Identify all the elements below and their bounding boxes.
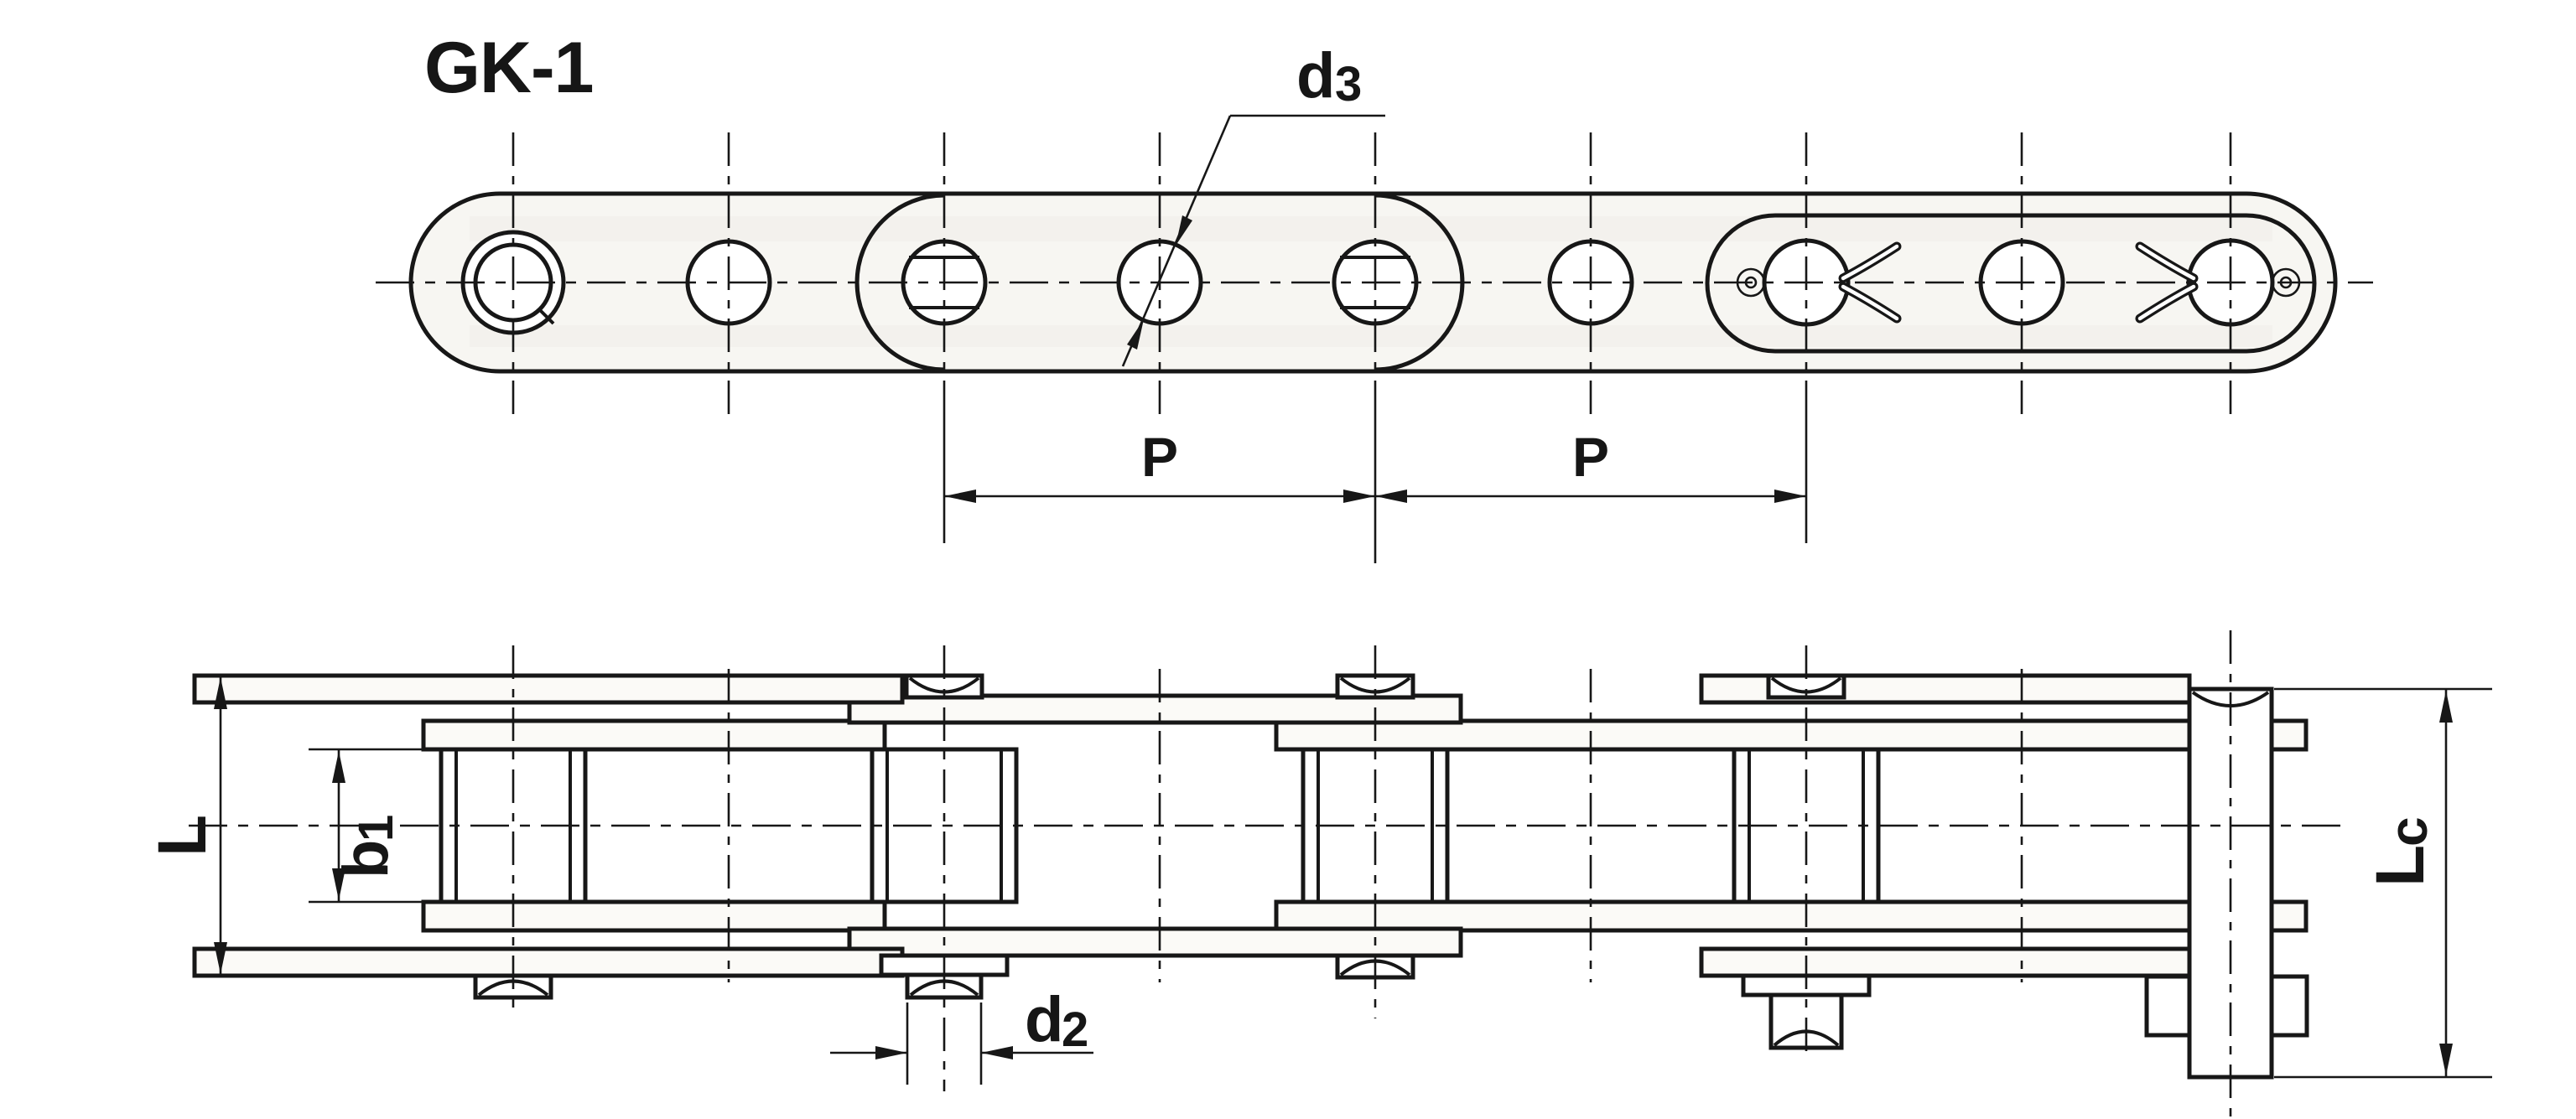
b1-label-sub: 1 <box>349 815 403 842</box>
b1-label: b <box>330 840 402 878</box>
top-view-plan: P P d 3 <box>376 40 2373 563</box>
Lc-dimension: L c <box>2274 687 2492 1079</box>
middle-plates <box>847 693 1463 958</box>
d3-label: d <box>1296 40 1335 111</box>
bottom-view-section: L b 1 L c <box>144 630 2492 1116</box>
Lc-label: L <box>2362 845 2438 887</box>
d3-dimension: d 3 <box>1121 40 1385 367</box>
pitch-dimension: P P <box>943 394 1808 563</box>
drawing-title: GK-1 <box>424 28 593 108</box>
d2-label: d <box>1025 984 1063 1055</box>
d2-label-sub: 2 <box>1062 1002 1088 1057</box>
d2-dimension: d 2 <box>830 984 1093 1085</box>
inner-plates <box>421 718 2309 933</box>
Lc-label-sub: c <box>2378 816 2438 847</box>
pitch-label-left: P <box>1141 426 1178 488</box>
pitch-label-right: P <box>1572 426 1609 488</box>
plate-shading-top <box>470 216 2272 241</box>
d3-label-sub: 3 <box>1335 57 1362 111</box>
bottom-view-centerlines <box>189 630 2348 1116</box>
b1-dimension: b 1 <box>309 748 436 904</box>
L-dimension: L <box>144 676 227 976</box>
L-label: L <box>144 815 221 857</box>
plate-shading-bottom <box>470 325 2272 347</box>
